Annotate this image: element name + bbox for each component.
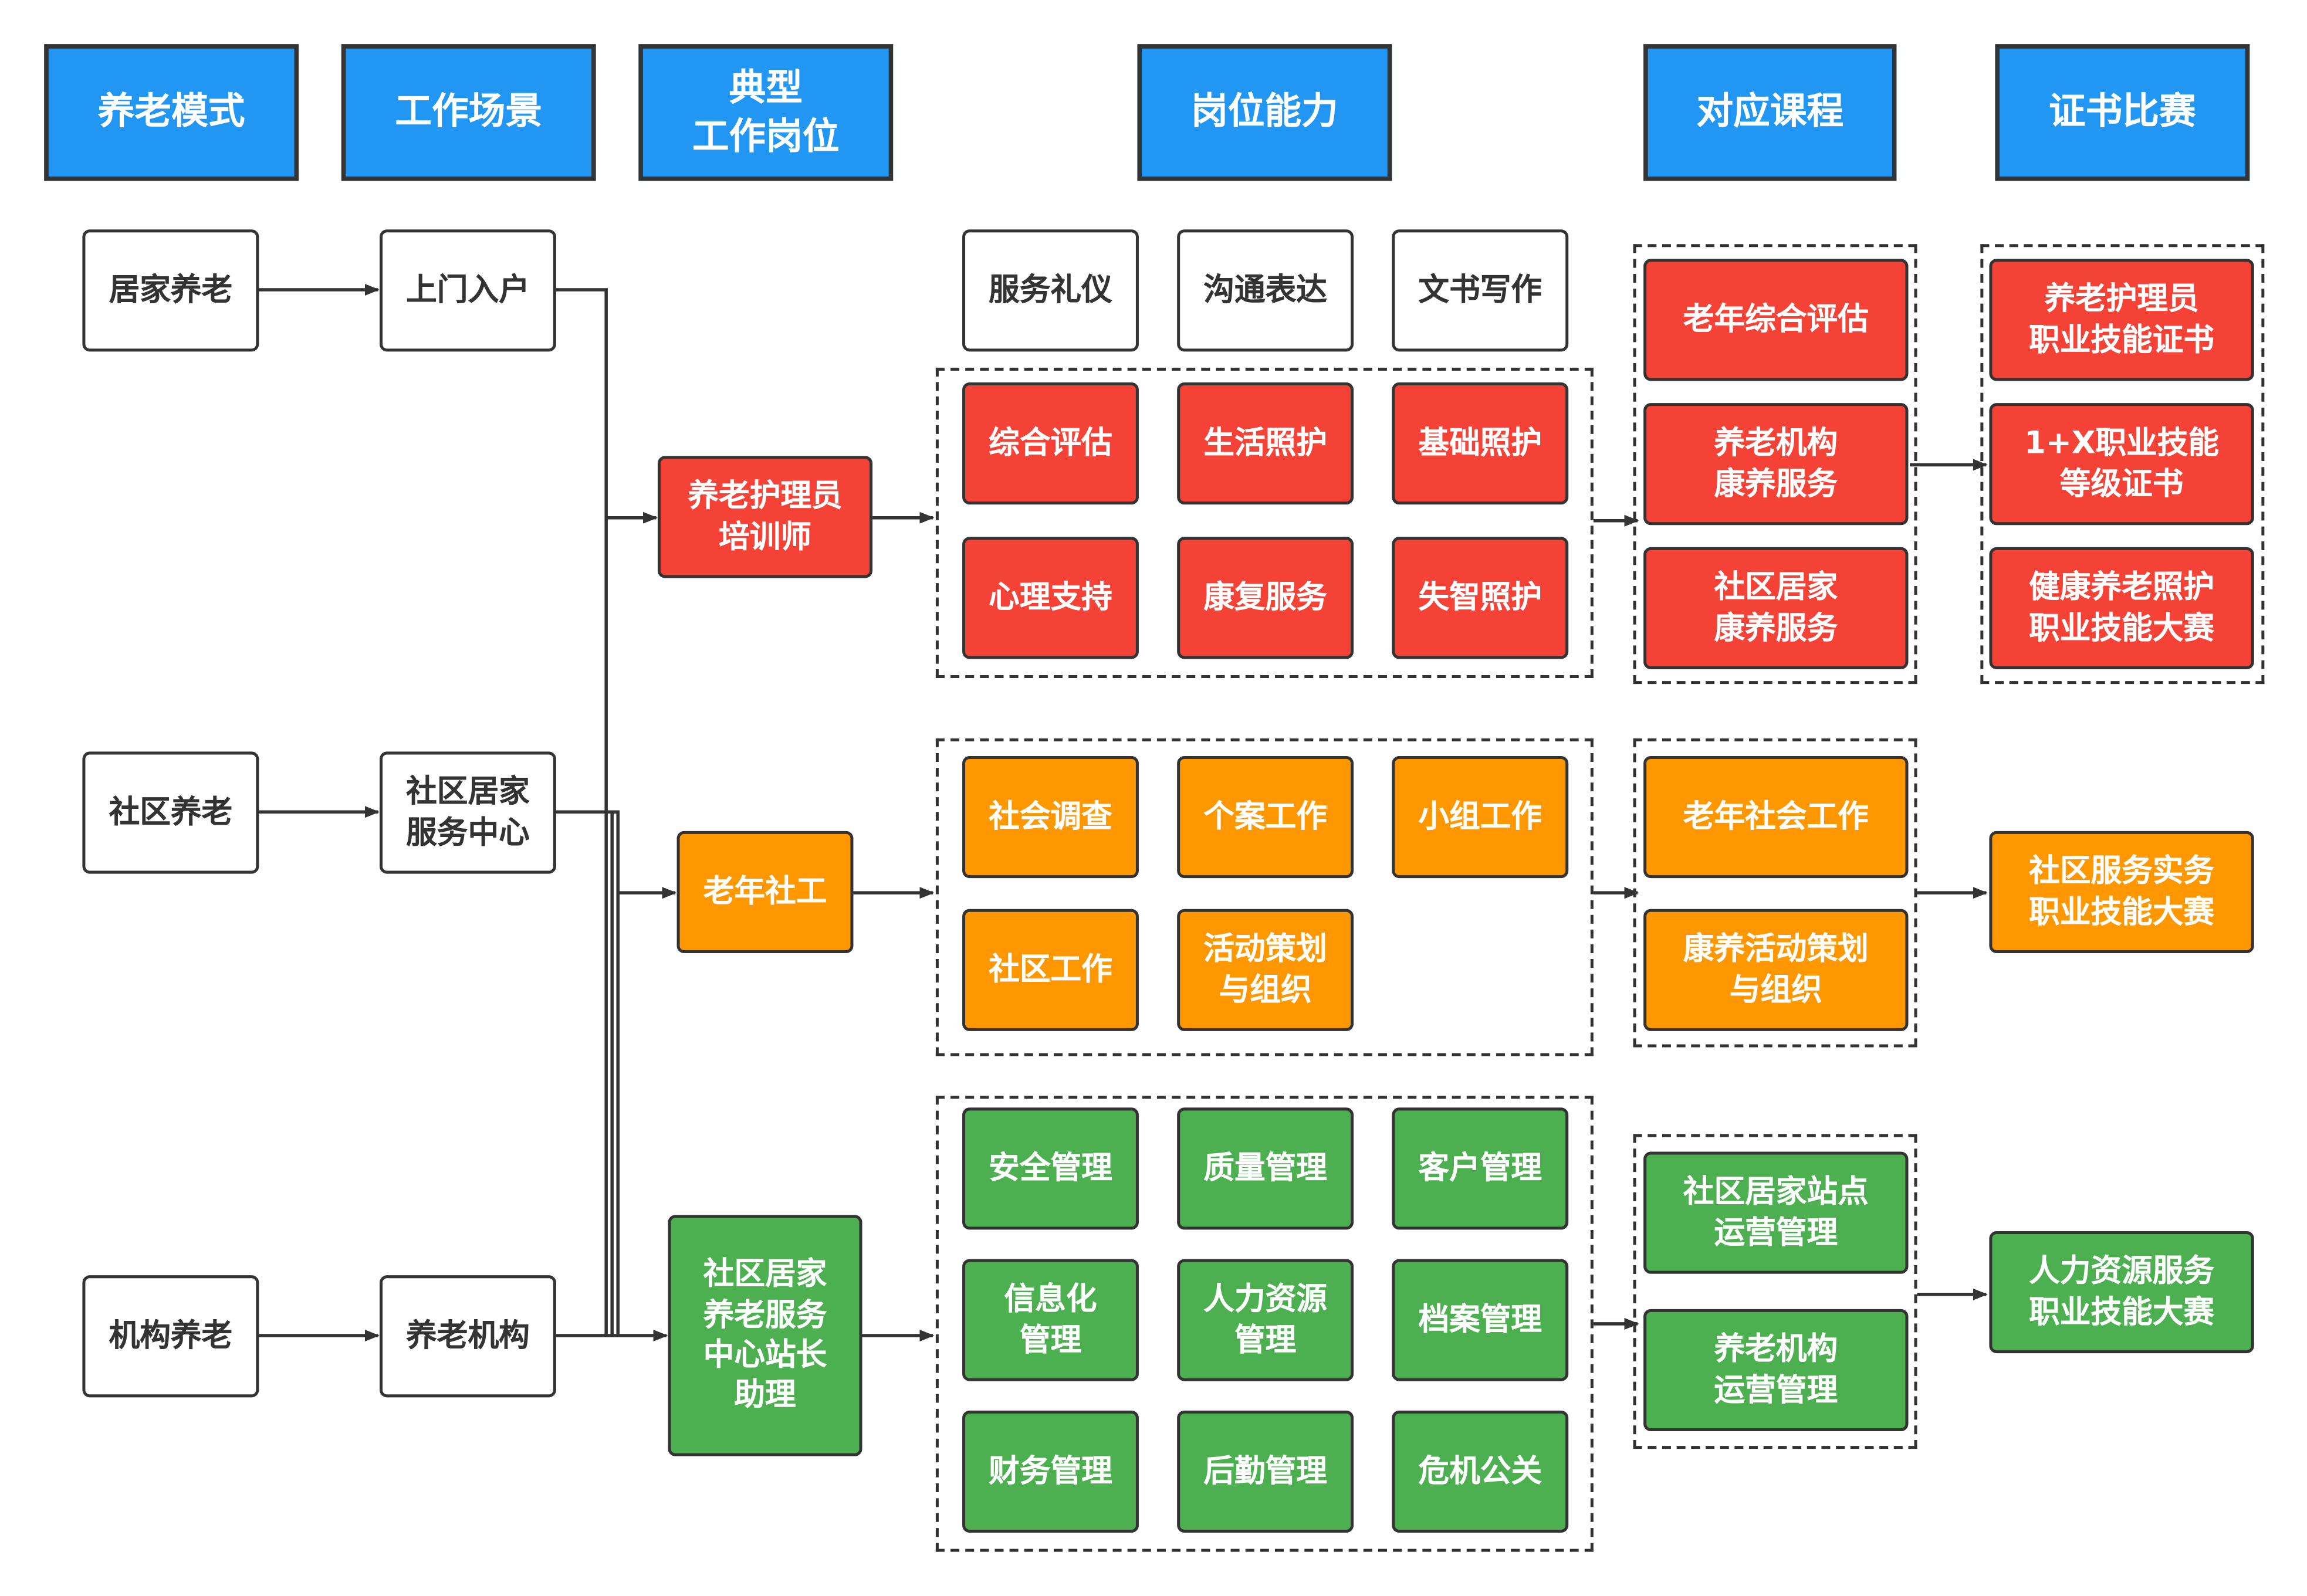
course-orange: 康养活动策划 与组织 <box>1643 909 1909 1031</box>
course-group-red <box>1633 244 1917 685</box>
ability-red: 心理支持 <box>962 537 1139 659</box>
post-caregiver-trainer: 养老护理员 培训师 <box>657 456 873 578</box>
course-green: 社区居家站点 运营管理 <box>1643 1151 1909 1274</box>
ability-green: 档案管理 <box>1392 1259 1569 1381</box>
course-group-green <box>1633 1134 1917 1449</box>
ability-green: 信息化 管理 <box>962 1259 1139 1381</box>
course-group-orange <box>1633 738 1917 1048</box>
ability-writing: 文书写作 <box>1392 229 1569 352</box>
cert-red: 健康养老照护 职业技能大赛 <box>1989 547 2254 670</box>
course-red: 社区居家 康养服务 <box>1643 547 1909 670</box>
mode-home: 居家养老 <box>82 229 259 352</box>
course-red: 养老机构 康养服务 <box>1643 403 1909 526</box>
mode-institution: 机构养老 <box>82 1275 259 1398</box>
ability-etiquette: 服务礼仪 <box>962 229 1139 352</box>
ability-group-green <box>935 1096 1594 1552</box>
cert-red: 养老护理员 职业技能证书 <box>1989 259 2254 381</box>
course-green: 养老机构 运营管理 <box>1643 1309 1909 1431</box>
ability-orange: 社区工作 <box>962 909 1139 1031</box>
ability-red: 基础照护 <box>1392 382 1569 505</box>
cert-red: 1+X职业技能 等级证书 <box>1989 403 2254 526</box>
header-ability: 岗位能力 <box>1137 44 1392 181</box>
ability-group-orange <box>935 738 1594 1056</box>
course-orange: 老年社会工作 <box>1643 755 1909 879</box>
ability-red: 康复服务 <box>1177 537 1354 659</box>
ability-group-red <box>935 367 1594 679</box>
ability-green: 质量管理 <box>1177 1107 1354 1230</box>
ability-orange: 个案工作 <box>1177 755 1354 879</box>
ability-red: 生活照护 <box>1177 382 1354 505</box>
trunk-community <box>556 810 614 1336</box>
header-scene: 工作场景 <box>341 44 596 181</box>
ability-green: 后勤管理 <box>1177 1410 1354 1533</box>
ability-red: 综合评估 <box>962 382 1139 505</box>
ability-orange: 社会调查 <box>962 755 1139 879</box>
trunk-community-b <box>556 810 620 1336</box>
header-mode: 养老模式 <box>44 44 299 181</box>
post-social-worker: 老年社工 <box>676 831 854 953</box>
cert-green: 人力资源服务 职业技能大赛 <box>1989 1231 2254 1354</box>
header-course: 对应课程 <box>1643 44 1897 181</box>
header-cert: 证书比赛 <box>1995 44 2250 181</box>
ability-green: 人力资源 管理 <box>1177 1259 1354 1381</box>
post-station-assistant: 社区居家 养老服务 中心站长 助理 <box>668 1215 862 1456</box>
cert-group-red <box>1980 244 2265 685</box>
scene-home-visit: 上门入户 <box>379 229 556 352</box>
scene-community-center: 社区居家 服务中心 <box>379 751 556 874</box>
trunk-home <box>556 288 608 1336</box>
scene-institution: 养老机构 <box>379 1275 556 1398</box>
mode-community: 社区养老 <box>82 751 259 874</box>
ability-orange: 活动策划 与组织 <box>1177 909 1354 1031</box>
ability-green: 危机公关 <box>1392 1410 1569 1533</box>
ability-orange: 小组工作 <box>1392 755 1569 879</box>
header-post: 典型 工作岗位 <box>638 44 894 181</box>
ability-green: 客户管理 <box>1392 1107 1569 1230</box>
cert-orange: 社区服务实务 职业技能大赛 <box>1989 831 2254 953</box>
ability-green: 财务管理 <box>962 1410 1139 1533</box>
ability-red: 失智照护 <box>1392 537 1569 659</box>
course-red: 老年综合评估 <box>1643 259 1909 381</box>
ability-green: 安全管理 <box>962 1107 1139 1230</box>
ability-communication: 沟通表达 <box>1177 229 1354 352</box>
